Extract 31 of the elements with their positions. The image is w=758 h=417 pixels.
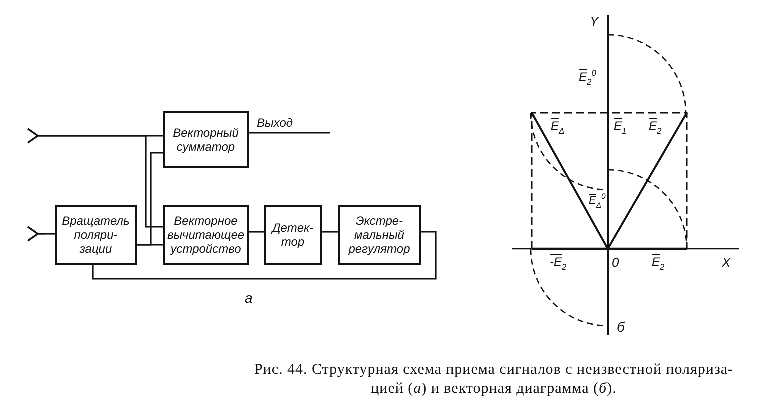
process-block [55,205,137,265]
process-block [163,205,249,265]
axis-label: Y [590,14,599,29]
vector-label: E$_{Δ}$ [551,119,565,136]
connector-line [322,231,338,233]
panel-letter: б [617,320,625,335]
vector-label: E$_{2}$ [652,255,665,272]
connector-line [137,152,163,246]
connector-line [45,135,163,228]
process-block [338,205,421,265]
unit-label: Детек- тор [270,221,315,249]
panel-letter: а [245,291,253,306]
connector-line [249,231,264,233]
unit-label: Векторный сумматор [172,126,240,154]
process-block [163,111,249,168]
antenna-icon [27,128,45,144]
origin-label: 0 [612,255,620,270]
unit-label: Экстре- мальный регулятор [348,214,412,256]
figure-caption: Рис. 44. Структурная схема приема сигналов с неизвестной поляриза- цией (а) и векторная диаграмма (б). [253,361,735,399]
vector-label: E$_{1}$ [614,119,627,136]
edge-label: Выход [257,116,294,130]
vector-label: E$_{2}$ [649,119,662,136]
unit-label: Вращатель поляри- зации [61,214,131,256]
axis-label: X [722,255,731,270]
connector-line [92,231,437,280]
antenna-icon [27,226,45,242]
connector-line [249,132,330,134]
unit-label: Векторное вычитающее устройство [167,214,245,256]
connector-line [45,233,55,235]
vector-label: -E$_{2}$ [550,255,567,272]
process-block [264,205,322,265]
